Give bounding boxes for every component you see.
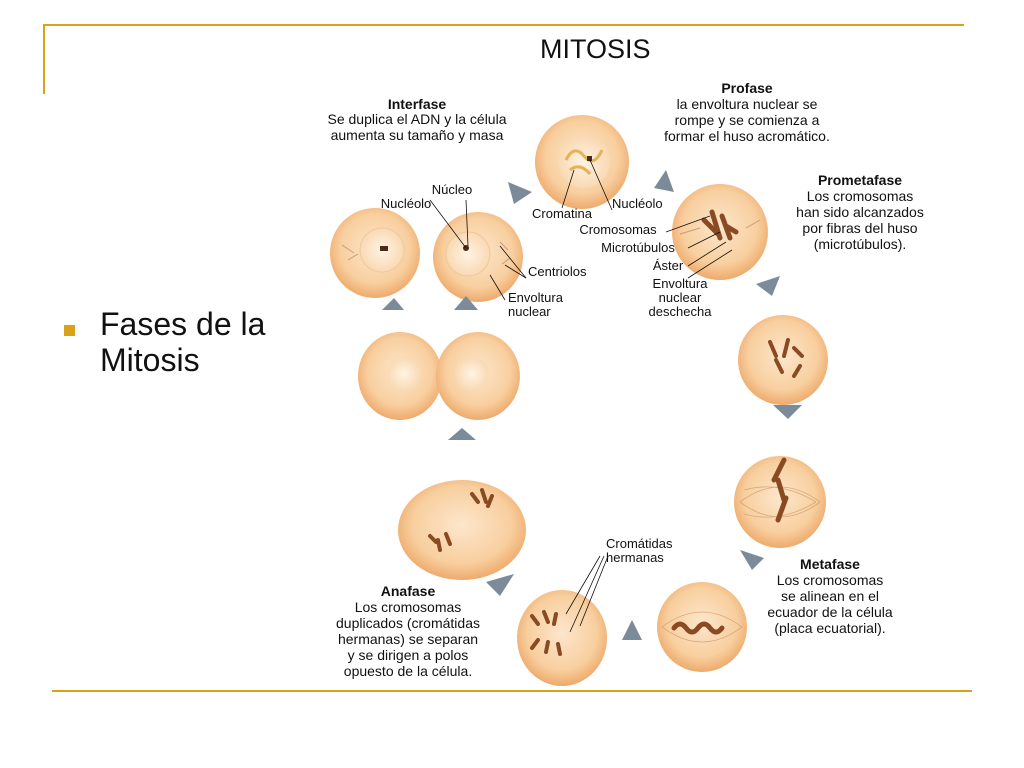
phase-desc-anafase-4: y se dirigen a polos xyxy=(348,647,469,663)
callout-nucleo: Núcleo xyxy=(432,182,472,197)
cell-anafase xyxy=(517,590,607,686)
cycle-arrows xyxy=(382,170,802,640)
phase-name-anafase: Anafase xyxy=(381,583,436,599)
phase-desc-metafase-4: (placa ecuatorial). xyxy=(774,620,885,636)
bottom-rule xyxy=(52,690,972,692)
callout-desecha-2: nuclear xyxy=(659,290,702,305)
cell-metafase xyxy=(734,456,826,548)
phase-desc-metafase-2: se alinean en el xyxy=(781,588,879,604)
phase-name-interfase: Interfase xyxy=(388,96,447,112)
callout-aster: Áster xyxy=(653,258,684,273)
callout-cromosomas: Cromosomas xyxy=(579,222,657,237)
phase-desc-metafase-3: ecuador de la célula xyxy=(767,604,893,620)
diagram-title: MITOSIS xyxy=(540,34,651,64)
phase-desc-prometafase-2: han sido alcanzados xyxy=(796,204,924,220)
arrow-profase-prometafase xyxy=(654,170,674,192)
callout-cromatidas-1: Cromátidas xyxy=(606,536,673,551)
cell-profase xyxy=(535,115,629,209)
cell-prometafase-late xyxy=(738,315,828,405)
phase-desc-anafase-5: opuesto de la célula. xyxy=(344,663,472,679)
cell-metafase-plate xyxy=(657,582,747,672)
bullet-text: Fases de la Mitosis xyxy=(100,306,266,378)
callout-nucleolo-right: Nucléolo xyxy=(612,196,663,211)
phase-desc-prometafase-3: por fibras del huso xyxy=(802,220,917,236)
cell-telofase xyxy=(398,480,526,580)
phase-desc-metafase-1: Los cromosomas xyxy=(777,572,884,588)
arrow-telofase-up xyxy=(448,428,476,440)
bullet-square-icon xyxy=(64,325,75,336)
phase-desc-anafase-3: hermanas) se separan xyxy=(338,631,478,647)
phase-desc-prometafase-4: (microtúbulos). xyxy=(814,236,907,252)
phase-desc-profase-2: rompe y se comienza a xyxy=(675,112,820,128)
phase-desc-prometafase-1: Los cromosomas xyxy=(807,188,914,204)
callout-cromatidas-2: hermanas xyxy=(606,550,664,565)
phase-desc-interfase-2: aumenta su tamaño y masa xyxy=(331,127,504,143)
leader-lines xyxy=(429,159,733,633)
phase-desc-profase-1: la envoltura nuclear se xyxy=(677,96,818,112)
phase-desc-profase-3: formar el huso acromático. xyxy=(664,128,830,144)
callout-envoltura-1: Envoltura xyxy=(508,290,564,305)
cell-interfase-right xyxy=(433,212,523,302)
arrow-metafase-anafase xyxy=(622,620,642,640)
cell-citocinesis xyxy=(358,332,520,420)
callout-cromatina: Cromatina xyxy=(532,206,593,221)
mitosis-diagram: MITOSIS xyxy=(328,34,924,686)
cell-interfase-left xyxy=(330,208,420,298)
callout-nucleolo-left: Nucléolo xyxy=(381,196,432,211)
phase-desc-anafase-2: duplicados (cromátidas xyxy=(336,615,480,631)
arrow-citocinesis-left xyxy=(382,298,404,310)
phase-name-profase: Profase xyxy=(721,80,773,96)
callout-envoltura-2: nuclear xyxy=(508,304,551,319)
phase-name-prometafase: Prometafase xyxy=(818,172,902,188)
arrow-metafase-down xyxy=(740,550,764,570)
left-rule xyxy=(43,24,45,94)
arrow-to-metafase xyxy=(773,405,802,419)
arrow-anafase-telofase xyxy=(486,574,514,596)
top-rule xyxy=(44,24,964,26)
callout-microtubulos: Microtúbulos xyxy=(601,240,675,255)
callout-desecha-3: deschecha xyxy=(649,304,713,319)
phase-name-metafase: Metafase xyxy=(800,556,860,572)
arrow-prometafase-down xyxy=(756,276,780,296)
phase-desc-interfase-1: Se duplica el ADN y la célula xyxy=(328,111,507,127)
callout-centriolos: Centriolos xyxy=(528,264,587,279)
phase-desc-anafase-1: Los cromosomas xyxy=(355,599,462,615)
arrow-citocinesis-right xyxy=(454,296,478,310)
callout-desecha-1: Envoltura xyxy=(653,276,709,291)
arrow-interfase-profase xyxy=(508,182,532,204)
